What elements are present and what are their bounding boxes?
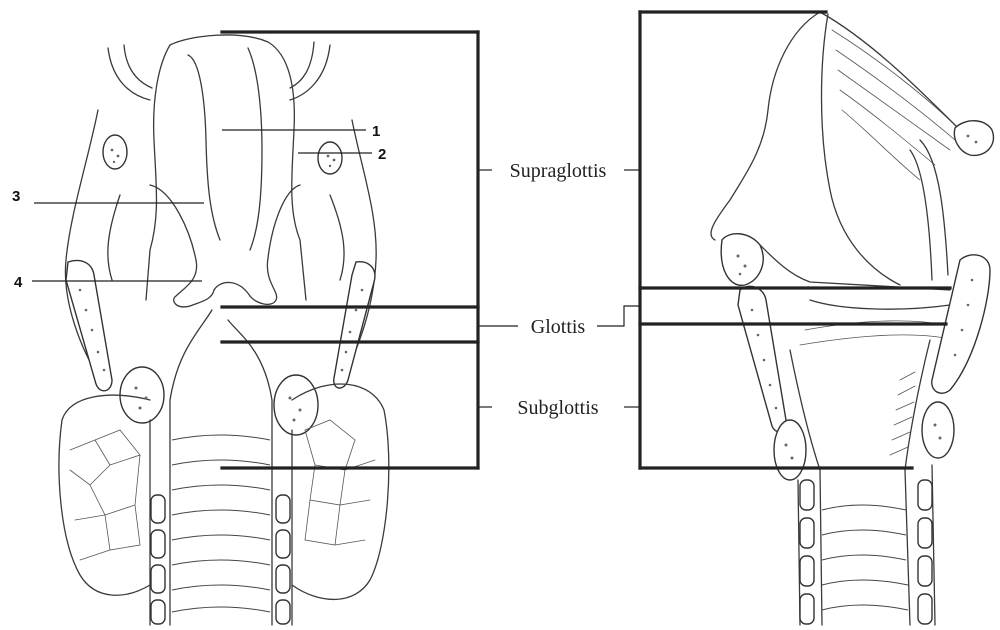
glottis-label: Glottis — [531, 316, 586, 338]
glottis-leader-right — [597, 306, 640, 326]
callout-4-label: 4 — [14, 274, 23, 291]
callout-1-label: 1 — [372, 123, 380, 140]
callout-3-label: 3 — [12, 188, 20, 205]
subglottis-label: Subglottis — [517, 397, 598, 419]
coronal-larynx-illustration — [59, 35, 389, 625]
supraglottis-label: Supraglottis — [510, 160, 607, 182]
callout-2-label: 2 — [378, 146, 386, 163]
left-region-bracket — [222, 32, 478, 468]
sagittal-larynx-illustration — [711, 12, 994, 625]
